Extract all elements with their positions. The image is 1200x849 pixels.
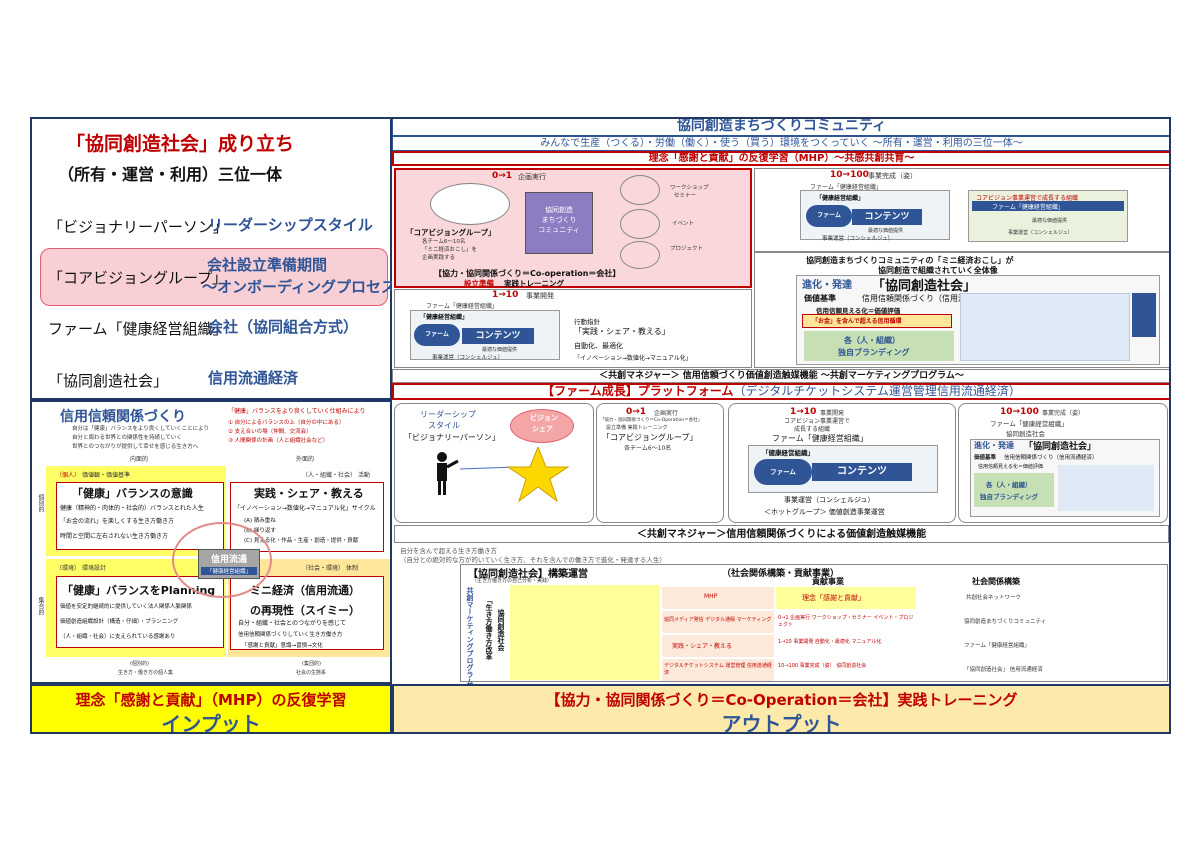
outer-frame: [30, 117, 1171, 734]
